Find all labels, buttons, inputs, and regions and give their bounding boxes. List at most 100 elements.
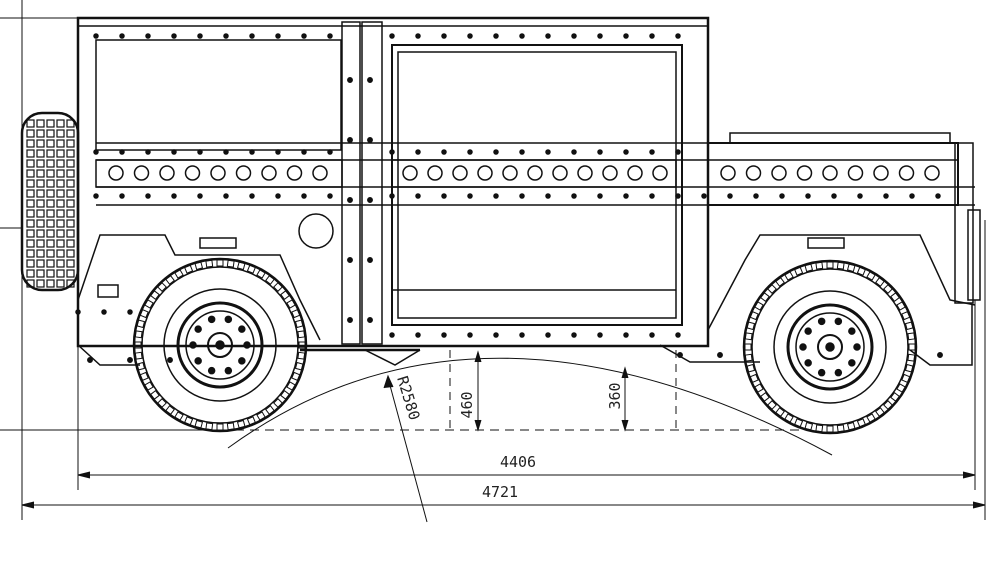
tread-block xyxy=(226,422,235,431)
tread-block xyxy=(150,290,160,300)
rivet xyxy=(275,33,281,39)
rivet xyxy=(623,33,629,39)
tread-block xyxy=(297,330,306,339)
tread-block xyxy=(46,179,55,188)
lug-nut xyxy=(853,343,861,351)
tread-block xyxy=(26,229,35,238)
tread-block xyxy=(56,129,65,138)
lug-nut xyxy=(848,359,856,367)
rivet xyxy=(415,33,421,39)
rivet xyxy=(493,33,499,39)
rivet xyxy=(545,193,551,199)
tread-block xyxy=(174,411,184,421)
tread-block xyxy=(794,418,804,428)
rivet xyxy=(597,332,603,338)
tread-block xyxy=(56,189,65,198)
rivet xyxy=(545,149,551,155)
tread-block xyxy=(297,351,306,360)
tread-block xyxy=(280,290,290,300)
fuel-cap xyxy=(298,213,334,249)
rivet xyxy=(127,357,133,363)
tread-block xyxy=(216,423,224,431)
rivet xyxy=(171,193,177,199)
tread-block xyxy=(165,275,175,285)
tread-block xyxy=(36,189,45,198)
rivet xyxy=(367,137,373,143)
tread-block xyxy=(246,416,256,426)
tread-block xyxy=(174,269,184,279)
tread-block xyxy=(901,373,911,383)
rivet xyxy=(223,149,229,155)
tire-outer xyxy=(742,259,918,435)
tread-block xyxy=(56,179,65,188)
rivet xyxy=(93,193,99,199)
tread-block xyxy=(291,309,301,319)
tread-block xyxy=(46,229,55,238)
tread-block xyxy=(298,341,306,349)
tread-block xyxy=(66,239,75,248)
vehicle-body xyxy=(76,16,981,366)
rear-wheel xyxy=(742,259,918,435)
lug-nut xyxy=(848,327,856,335)
tread-block xyxy=(246,264,256,274)
tread-block xyxy=(294,319,304,329)
tread-block xyxy=(26,199,35,208)
rivet xyxy=(327,33,333,39)
hole xyxy=(502,165,518,181)
tread-block xyxy=(56,159,65,168)
tread-block xyxy=(866,271,876,281)
tread-block xyxy=(46,189,55,198)
rivet xyxy=(441,332,447,338)
tread-block xyxy=(760,292,770,302)
hole xyxy=(898,165,915,181)
tread-block xyxy=(46,249,55,258)
lug-nut xyxy=(799,343,807,351)
rivet xyxy=(675,149,681,155)
tread-block xyxy=(856,418,866,428)
tread-block xyxy=(184,264,194,274)
tread-block xyxy=(150,390,160,400)
rivet xyxy=(301,149,307,155)
tread-block xyxy=(26,119,35,128)
tread-block xyxy=(56,239,65,248)
lug-nut xyxy=(224,315,233,324)
dim-4721: 4721 xyxy=(482,483,518,501)
rivet xyxy=(275,149,281,155)
tread-block xyxy=(36,259,45,268)
tread-block xyxy=(836,261,845,270)
rivet xyxy=(389,149,395,155)
rivet xyxy=(415,193,421,199)
tread-block xyxy=(56,259,65,268)
tread-block xyxy=(36,269,45,278)
tread-block xyxy=(66,249,75,258)
tread-block xyxy=(26,259,35,268)
rivet xyxy=(519,33,525,39)
rivet xyxy=(301,193,307,199)
rivet xyxy=(223,33,229,39)
tread-block xyxy=(216,259,224,267)
rivet xyxy=(623,332,629,338)
tread-block xyxy=(66,229,75,238)
tread-block xyxy=(815,424,824,433)
hub-cap xyxy=(207,332,233,358)
tread-block xyxy=(784,413,794,423)
tread-block xyxy=(26,169,35,178)
dim-4406: 4406 xyxy=(500,453,536,471)
tread-block xyxy=(194,261,204,271)
lug-nut xyxy=(194,357,202,365)
tread-block xyxy=(26,269,35,278)
tread-block xyxy=(286,299,296,309)
lug-nut xyxy=(243,341,251,349)
rivet xyxy=(167,357,173,363)
rivet xyxy=(301,33,307,39)
tread-block xyxy=(256,269,266,279)
rivet xyxy=(101,309,107,315)
rivet xyxy=(145,33,151,39)
hole xyxy=(577,165,593,181)
tread-block xyxy=(66,149,75,158)
tread-block xyxy=(26,279,35,288)
rivet xyxy=(597,193,603,199)
rivet-rows xyxy=(75,33,943,363)
lug-nut xyxy=(194,325,202,333)
tread-block xyxy=(36,159,45,168)
